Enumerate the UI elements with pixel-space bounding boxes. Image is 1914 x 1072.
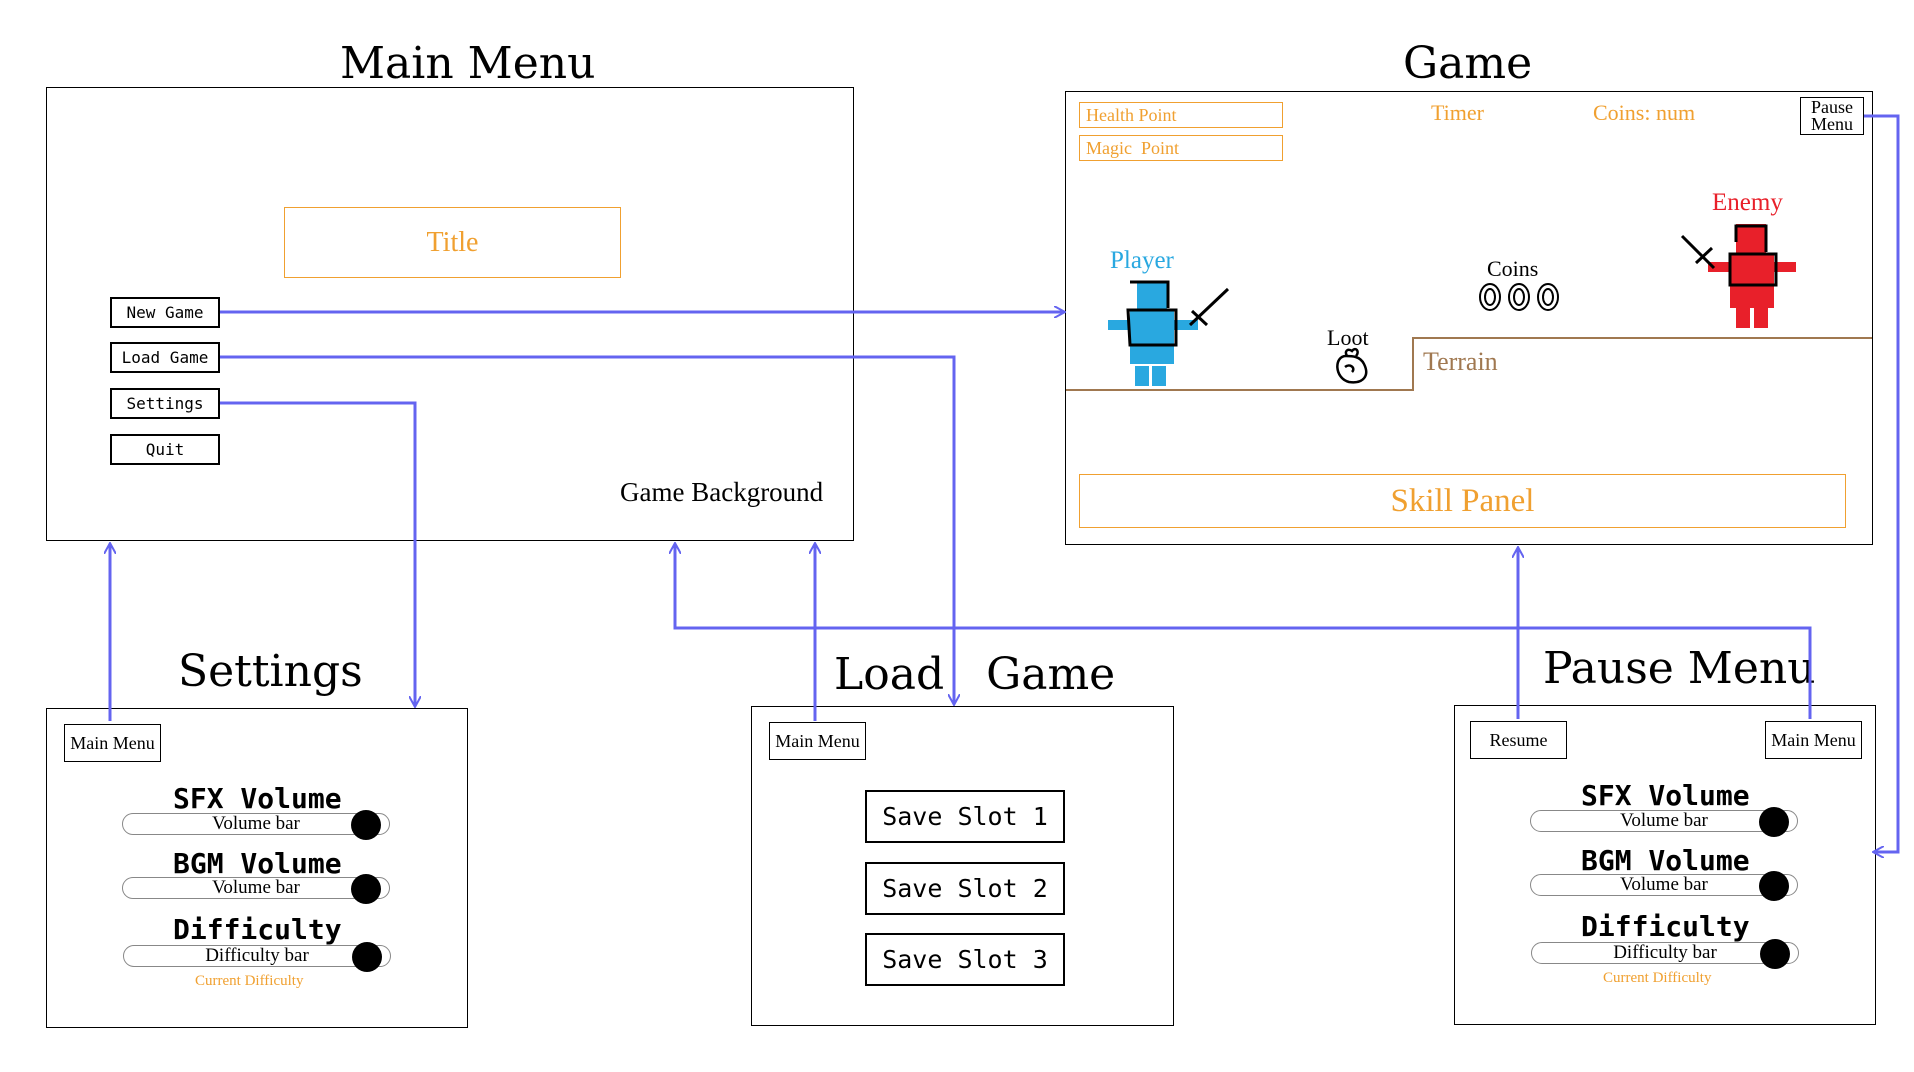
game-section-title: Game — [1403, 38, 1533, 89]
settings-difficulty-slider[interactable]: Difficulty bar — [123, 945, 391, 967]
settings-main-menu-button[interactable]: Main Menu — [64, 724, 161, 762]
magic-label: Magic Point — [1086, 137, 1179, 158]
pause-sfx-heading: SFX Volume — [1581, 779, 1750, 812]
pause-sfx-knob[interactable] — [1759, 807, 1789, 837]
settings-bgm-knob[interactable] — [351, 874, 381, 904]
load-main-menu-button-label: Main Menu — [775, 730, 860, 751]
skill-panel-label: Skill Panel — [1390, 482, 1535, 519]
terrain-line — [1066, 337, 1872, 391]
health-bar: Health Point — [1079, 102, 1283, 128]
settings-sfx-knob[interactable] — [351, 810, 381, 840]
player-label: Player — [1110, 247, 1174, 274]
settings-difficulty-bar-label: Difficulty bar — [205, 945, 309, 966]
pause-menu-button[interactable]: Pause Menu — [1800, 97, 1864, 135]
settings-sfx-heading: SFX Volume — [173, 782, 342, 815]
coins-counter: Coins: num — [1593, 100, 1696, 125]
pause-current-difficulty: Current Difficulty — [1603, 970, 1712, 986]
load-main-menu-button[interactable]: Main Menu — [769, 722, 866, 760]
settings-sfx-bar-label: Volume bar — [212, 813, 300, 834]
arrow-pause-to-main — [675, 544, 1812, 719]
pause-bgm-heading: BGM Volume — [1581, 844, 1750, 877]
pause-difficulty-bar-label: Difficulty bar — [1613, 942, 1717, 963]
save-slot-2[interactable]: Save Slot 2 — [865, 862, 1065, 915]
settings-bgm-heading: BGM Volume — [173, 847, 342, 880]
pause-sfx-slider[interactable]: Volume bar — [1530, 810, 1798, 832]
settings-sfx-slider[interactable]: Volume bar — [122, 813, 390, 835]
timer-label: Timer — [1431, 100, 1484, 125]
coins-label: Coins — [1487, 256, 1539, 281]
pause-menu-button-label: Pause Menu — [1811, 97, 1853, 134]
load-game-section-title: Load Game — [834, 649, 1116, 700]
pause-difficulty-heading: Difficulty — [1581, 910, 1750, 943]
title-placeholder: Title — [284, 207, 621, 278]
title-label: Title — [426, 226, 479, 258]
arrow-game-to-pause — [1864, 114, 1900, 852]
pause-menu-frame: Resume Main Menu SFX Volume Volume bar B… — [1454, 705, 1876, 1025]
settings-section-title: Settings — [178, 646, 363, 697]
terrain-label: Terrain — [1423, 347, 1498, 376]
settings-difficulty-knob[interactable] — [352, 942, 382, 972]
save-slot-1[interactable]: Save Slot 1 — [865, 790, 1065, 843]
save-slot-3[interactable]: Save Slot 3 — [865, 933, 1065, 986]
player-sprite — [1108, 280, 1230, 386]
load-game-button[interactable]: Load Game — [110, 342, 220, 373]
settings-difficulty-heading: Difficulty — [173, 913, 342, 946]
pause-bgm-knob[interactable] — [1759, 871, 1789, 901]
pause-difficulty-knob[interactable] — [1760, 939, 1790, 969]
magic-bar: Magic Point — [1079, 135, 1283, 161]
load-game-frame: Main Menu Save Slot 1 Save Slot 2 Save S… — [751, 706, 1174, 1026]
flow-arrows — [110, 114, 1900, 852]
pause-sfx-bar-label: Volume bar — [1620, 810, 1708, 831]
loot-bag-icon — [1336, 347, 1368, 384]
game-background-label: Game Background — [620, 477, 824, 507]
enemy-label: Enemy — [1712, 189, 1783, 216]
settings-button[interactable]: Settings — [110, 388, 220, 419]
pause-main-menu-button[interactable]: Main Menu — [1765, 721, 1862, 759]
main-menu-section-title: Main Menu — [340, 38, 596, 89]
settings-bgm-slider[interactable]: Volume bar — [122, 877, 390, 899]
enemy-sprite — [1680, 224, 1796, 328]
main-menu-frame: Title New Game Load Game Settings Quit G… — [46, 87, 854, 541]
pause-main-menu-button-label: Main Menu — [1771, 729, 1856, 750]
health-label: Health Point — [1086, 104, 1177, 125]
skill-panel: Skill Panel — [1079, 474, 1846, 528]
resume-button-label: Resume — [1489, 729, 1548, 750]
loot-label: Loot — [1327, 325, 1369, 350]
quit-button[interactable]: Quit — [110, 434, 220, 465]
pause-bgm-bar-label: Volume bar — [1620, 874, 1708, 895]
resume-button[interactable]: Resume — [1470, 721, 1567, 759]
pause-menu-section-title: Pause Menu — [1543, 643, 1816, 694]
coins-icon — [1479, 283, 1559, 311]
settings-current-difficulty: Current Difficulty — [195, 973, 304, 989]
settings-frame: Main Menu SFX Volume Volume bar BGM Volu… — [46, 708, 468, 1028]
arrow-load-to-load-game — [220, 355, 954, 704]
settings-main-menu-button-label: Main Menu — [70, 732, 155, 753]
pause-difficulty-slider[interactable]: Difficulty bar — [1531, 942, 1799, 964]
arrow-settings-to-settings — [220, 401, 415, 706]
settings-bgm-bar-label: Volume bar — [212, 877, 300, 898]
pause-bgm-slider[interactable]: Volume bar — [1530, 874, 1798, 896]
new-game-button[interactable]: New Game — [110, 297, 220, 328]
